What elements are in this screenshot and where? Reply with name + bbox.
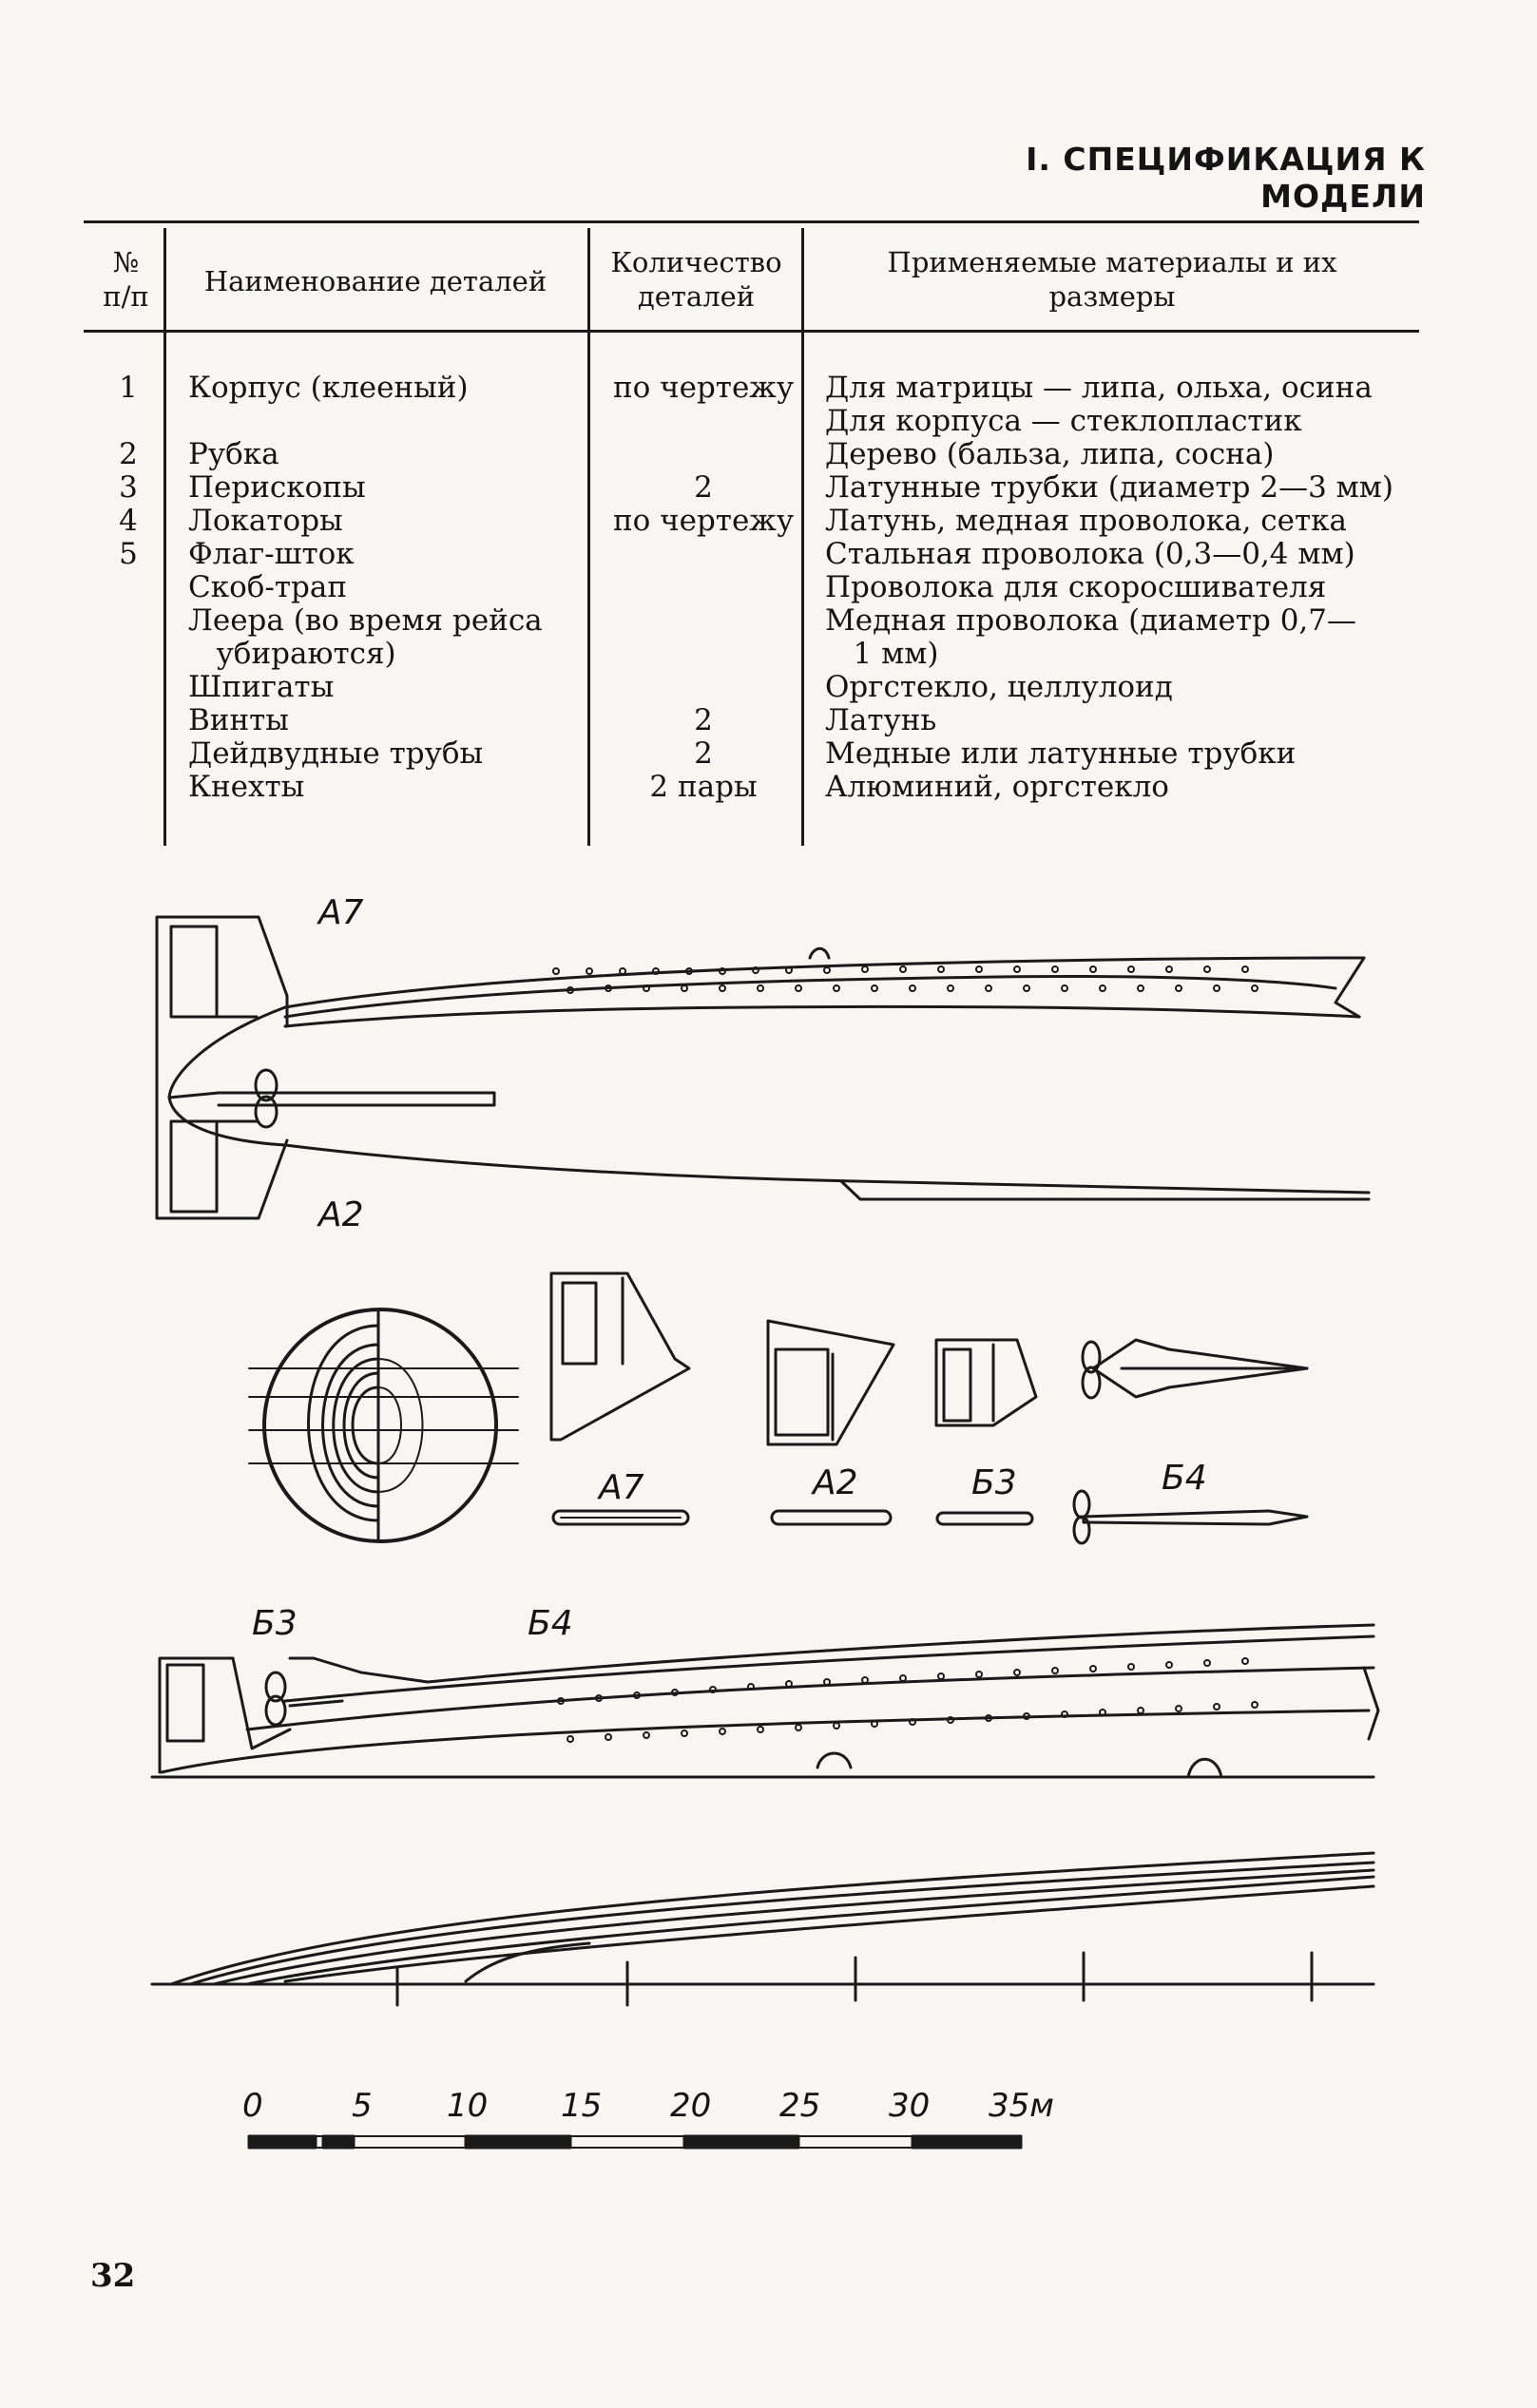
row-name: Шпигаты	[188, 670, 335, 704]
row-name: Локаторы	[188, 504, 343, 538]
page-number: 32	[90, 2257, 136, 2295]
table-header-rule	[84, 330, 1419, 333]
row-material: Медная проволока (диаметр 0,7—	[825, 603, 1357, 638]
scale-tick-label: 10	[447, 2087, 489, 2125]
row-name: Перископы	[188, 470, 366, 505]
header-num-line: №	[112, 246, 140, 278]
row-qty: 2	[694, 470, 713, 505]
scale-tick-label: 5	[352, 2087, 373, 2125]
row-material: 1 мм)	[825, 637, 939, 671]
row-name: Леера (во время рейса	[188, 603, 543, 638]
row-name: Скоб-трап	[188, 570, 348, 604]
header-qty-line: деталей	[637, 280, 756, 313]
hull-plan-view	[155, 915, 1371, 1220]
row-qty: по чертежу	[612, 371, 795, 405]
header-materials: Применяемые материалы и их размеры	[808, 245, 1416, 314]
row-name: Флаг-шток	[188, 537, 355, 571]
row-name: Рубка	[188, 437, 279, 471]
fin-a2-detail	[766, 1319, 895, 1446]
header-num: № п/п	[90, 245, 162, 314]
table-column-divider	[587, 228, 590, 846]
hull-cross-section	[248, 1308, 519, 1543]
row-num: 3	[119, 470, 138, 505]
row-material: Оргстекло, целлулоид	[825, 670, 1173, 704]
row-material: Дерево (бальза, липа, сосна)	[825, 437, 1275, 471]
label-a2-detail: А2	[813, 1463, 858, 1502]
table-column-divider	[163, 228, 166, 846]
portholes-top	[552, 965, 1258, 994]
row-name: убираются)	[188, 637, 396, 671]
row-material: Алюминий, оргстекло	[825, 770, 1169, 804]
table-column-divider	[801, 228, 804, 846]
row-material: Для корпуса — стеклопластик	[825, 404, 1302, 438]
row-num: 1	[119, 371, 138, 405]
hull-side-view	[150, 1623, 1380, 1779]
propeller-fin-b4-top	[1081, 1338, 1309, 1400]
row-num: 4	[119, 504, 138, 538]
scale-bar	[247, 2134, 1023, 2150]
row-name: Дейдвудные трубы	[188, 736, 484, 771]
section-heading: I. СПЕЦИФИКАЦИЯ К МОДЕЛИ	[1026, 141, 1426, 215]
row-qty: 2	[694, 703, 713, 737]
row-name: Винты	[188, 703, 289, 737]
scale-tick-label: 0	[242, 2087, 263, 2125]
row-num: 2	[119, 437, 138, 471]
label-b3-detail: Б3	[971, 1463, 1017, 1502]
label-a7-top: А7	[318, 893, 364, 932]
label-b3-side: Б3	[252, 1604, 298, 1643]
header-num-line: п/п	[103, 280, 149, 313]
label-b4-side: Б4	[528, 1604, 573, 1643]
header-materials-line: Применяемые материалы и их	[887, 246, 1337, 278]
row-name: Кнехты	[188, 770, 305, 804]
scale-tick-label: 20	[670, 2087, 712, 2125]
row-material: Для матрицы — липа, ольха, осина	[825, 371, 1373, 405]
header-qty: Количество деталей	[594, 245, 798, 314]
row-qty: 2 пары	[649, 770, 758, 804]
table-top-rule	[84, 220, 1419, 223]
header-materials-line: размеры	[1048, 280, 1176, 313]
row-num: 5	[119, 537, 138, 571]
row-qty: по чертежу	[612, 504, 795, 538]
portholes-side	[557, 1657, 1258, 1743]
row-material: Медные или латунные трубки	[825, 736, 1297, 771]
row-material: Латунные трубки (диаметр 2—3 мм)	[825, 470, 1393, 505]
scale-tick-label: 25	[779, 2087, 821, 2125]
scale-tick-label: 35м	[989, 2087, 1054, 2125]
label-a7-detail: А7	[599, 1468, 644, 1507]
fin-a7-detail	[549, 1271, 691, 1442]
row-name: Корпус (клееный)	[188, 371, 469, 405]
header-qty-line: Количество	[610, 246, 782, 278]
row-material: Стальная проволока (0,3—0,4 мм)	[825, 537, 1355, 571]
scale-tick-label: 30	[889, 2087, 931, 2125]
row-material: Проволока для скоросшивателя	[825, 570, 1327, 604]
header-name: Наименование деталей	[203, 265, 548, 297]
row-qty: 2	[694, 736, 713, 771]
scale-tick-label: 15	[561, 2087, 603, 2125]
hull-waterlines	[150, 1851, 1375, 2007]
row-material: Латунь	[825, 703, 937, 737]
label-b4-detail: Б4	[1162, 1459, 1207, 1498]
fin-b3-detail	[934, 1338, 1038, 1427]
row-material: Латунь, медная проволока, сетка	[825, 504, 1348, 538]
part-profiles	[551, 1489, 1309, 1545]
label-a2-top: А2	[318, 1195, 364, 1234]
